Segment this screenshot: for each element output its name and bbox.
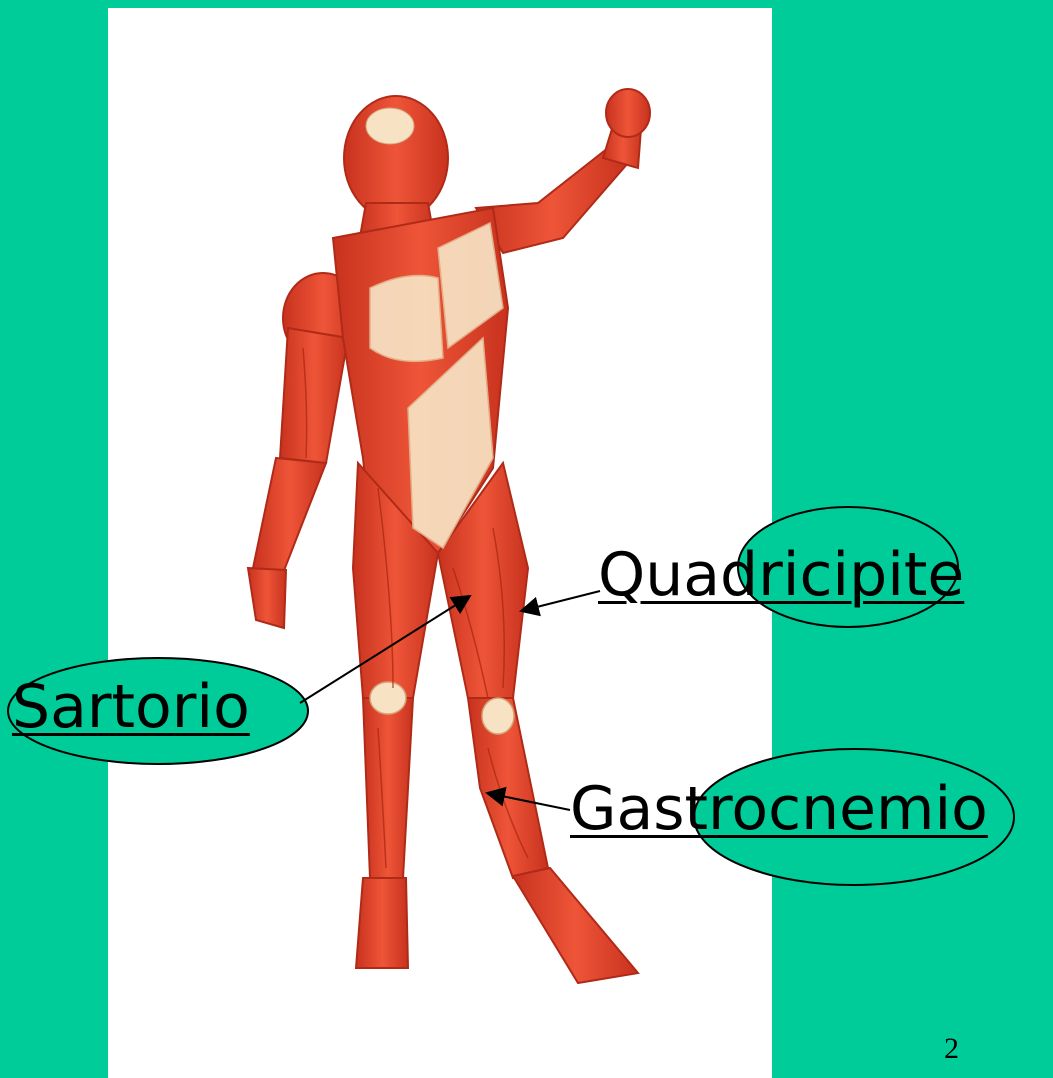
page-number: 2 <box>944 1032 959 1066</box>
quadricipite-label-link[interactable]: Quadricipite <box>598 545 964 605</box>
gastrocnemio-label-link[interactable]: Gastrocnemio <box>570 779 988 839</box>
sartorio-label-link[interactable]: Sartorio <box>12 677 250 737</box>
